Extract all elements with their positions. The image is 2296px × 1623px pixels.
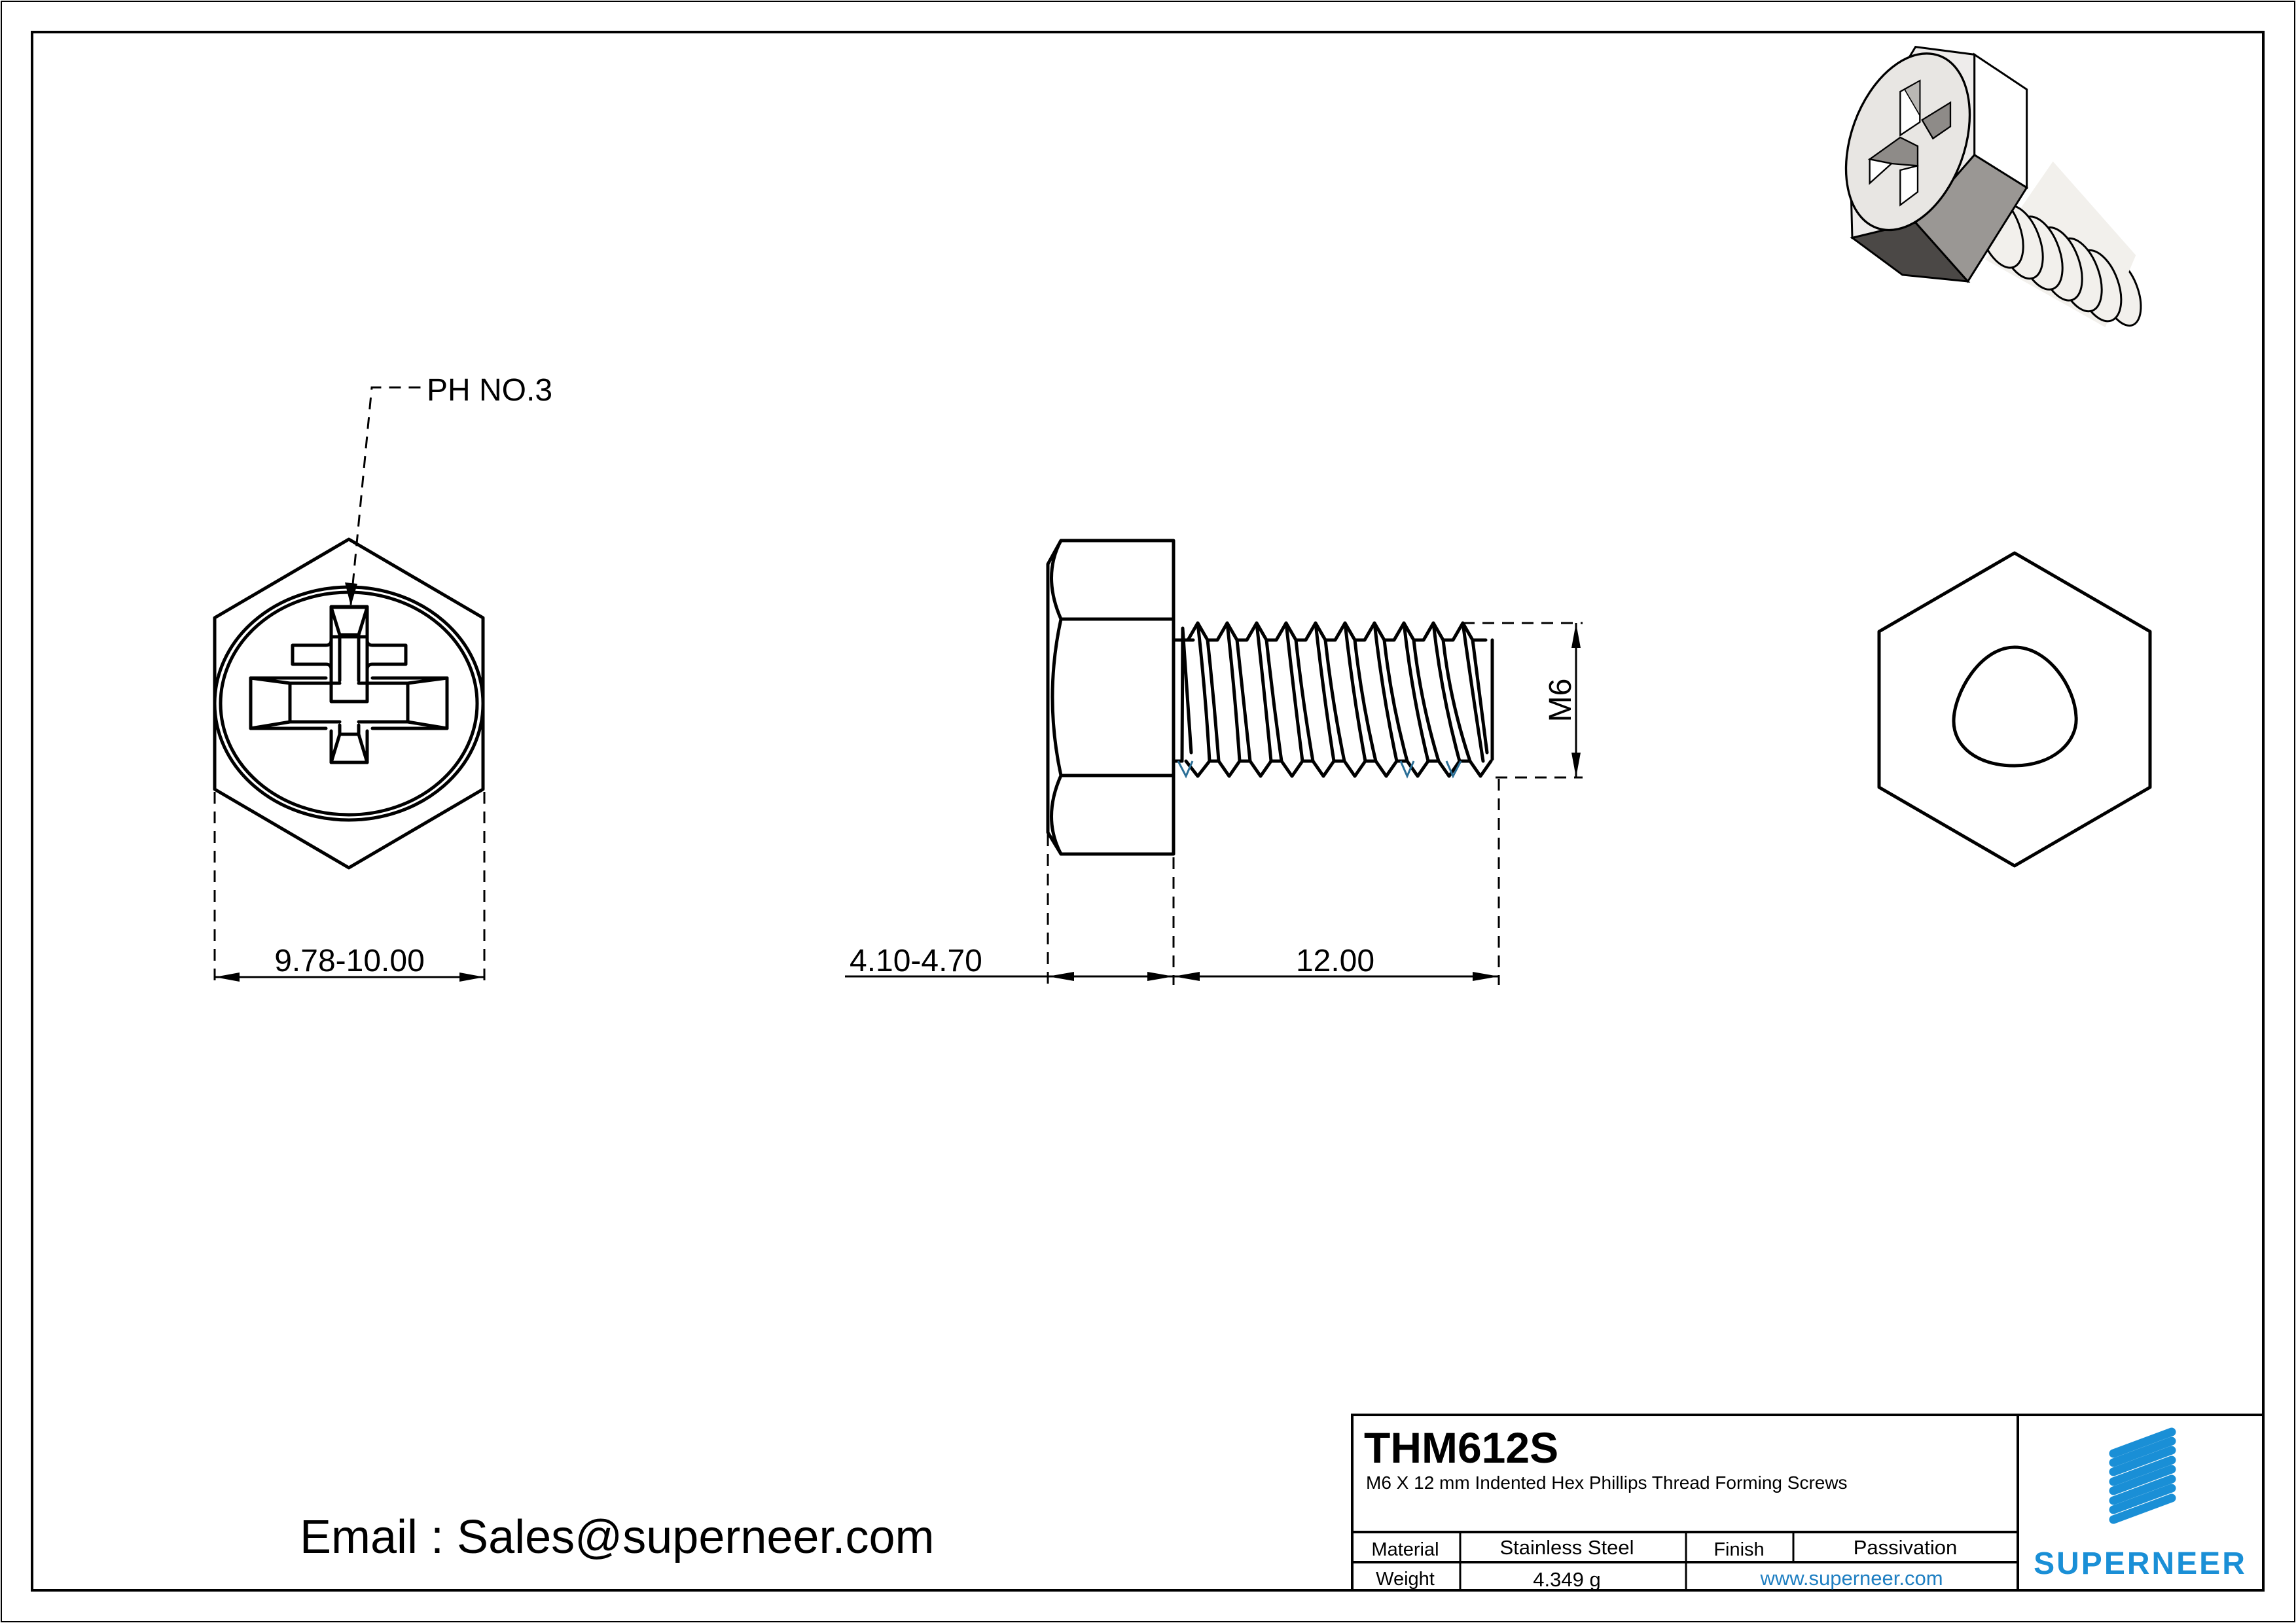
part-number: THM612S bbox=[1364, 1423, 1558, 1472]
hex-head-side bbox=[1046, 539, 1175, 856]
weight-value: 4.349 g bbox=[1533, 1568, 1600, 1591]
washer-face-inner bbox=[219, 590, 479, 817]
hex-outline bbox=[1877, 551, 2152, 868]
website-link[interactable]: www.superneer.com bbox=[1759, 1567, 1943, 1590]
title-block: THM612S M6 X 12 mm Indented Hex Phillips… bbox=[1351, 1414, 2265, 1592]
isometric-view bbox=[1844, 46, 2142, 327]
recess-callout: PH NO.3 bbox=[427, 373, 552, 408]
thread-crests-top bbox=[1186, 621, 1488, 642]
thread-helix-lines bbox=[1180, 621, 1489, 763]
thread-size-dimension: M6 bbox=[1543, 679, 1578, 722]
hex-outline bbox=[213, 537, 485, 870]
front-view-recess: PH NO.3 9.78-10.00 bbox=[213, 373, 552, 985]
material-label: Material bbox=[1371, 1539, 1439, 1560]
finish-label: Finish bbox=[1713, 1539, 1764, 1560]
recess-leader-line bbox=[350, 386, 422, 605]
across-flats-dimension: 9.78-10.00 bbox=[274, 944, 425, 978]
inner-frame bbox=[31, 31, 2265, 1592]
superneer-logo-icon bbox=[2109, 1427, 2176, 1524]
leader-arrowhead bbox=[345, 582, 357, 606]
contact-email[interactable]: Email : Sales@superneer.com bbox=[300, 1511, 935, 1563]
end-view-trilobular bbox=[1877, 551, 2152, 868]
trilobular-profile bbox=[1952, 645, 2078, 768]
brand-name: SUPERNEER bbox=[2034, 1546, 2247, 1581]
phillips-recess-icon bbox=[249, 605, 449, 764]
washer-face-outer bbox=[213, 585, 485, 822]
head-height-dimension: 4.10-4.70 bbox=[850, 944, 982, 978]
part-description: M6 X 12 mm Indented Hex Phillips Thread … bbox=[1366, 1472, 1848, 1493]
side-view: M6 4.10-4.70 12.00 bbox=[845, 539, 1583, 985]
material-value: Stainless Steel bbox=[1499, 1536, 1634, 1559]
weight-label: Weight bbox=[1376, 1569, 1435, 1590]
finish-value: Passivation bbox=[1854, 1536, 1958, 1559]
length-dimension: 12.00 bbox=[1296, 944, 1374, 978]
thread-crests-bottom bbox=[1184, 759, 1493, 778]
